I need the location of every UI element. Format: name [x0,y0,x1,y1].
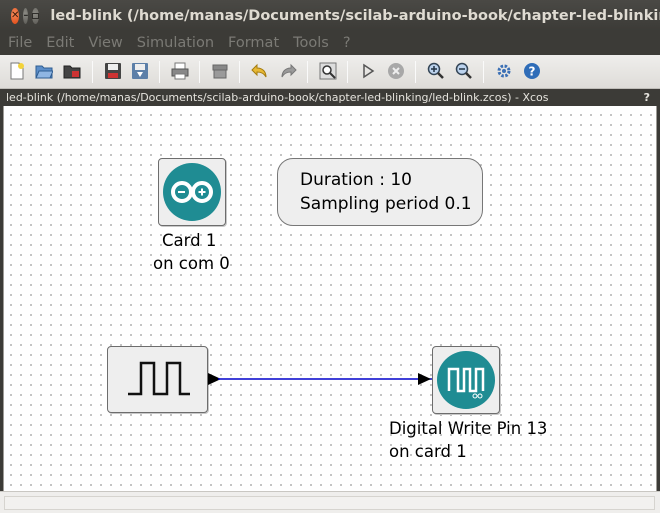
toolbar: ? [0,55,660,89]
menu-view[interactable]: View [88,35,123,51]
square-wave-icon [128,361,190,396]
menu-tools[interactable]: Tools [293,35,329,51]
redo-button[interactable] [278,61,298,81]
stop-button[interactable] [386,61,406,81]
card-label-line2: on com 0 [153,254,230,273]
signal-link[interactable] [218,374,434,384]
document-path: led-blink (/home/manas/Documents/scilab-… [6,91,549,104]
undo-button[interactable] [250,61,270,81]
pulse-generator-block[interactable] [107,346,208,413]
save-button[interactable] [103,61,123,81]
toolbar-separator [307,61,308,83]
zoom-out-icon [455,62,472,79]
help-button[interactable]: ? [522,61,542,81]
document-title-bar: led-blink (/home/manas/Documents/scilab-… [0,89,660,106]
sampling-period-text: Sampling period 0.1 [300,194,472,214]
start-button[interactable] [358,61,378,81]
print-button[interactable] [170,61,190,81]
stop-icon [388,63,404,79]
window-title-bar: ✕ – led-blink (/home/manas/Documents/sci… [0,0,660,31]
open-in-scilab-icon [63,65,81,79]
new-diagram-button[interactable] [7,61,27,81]
toolbar-separator [347,61,348,83]
svg-text:?: ? [529,65,536,79]
status-bar [0,491,660,513]
toolbar-separator [239,61,240,83]
arduino-setup-block[interactable] [158,158,226,226]
menu-format[interactable]: Format [228,35,280,51]
window-maximize-button[interactable] [32,7,40,24]
diagram-canvas[interactable]: Card 1 on com 0 Duration : 10 Sampling p… [3,106,657,491]
arduino-logo-icon [163,163,221,221]
menu-help[interactable]: ? [342,35,351,51]
print-icon [171,62,189,80]
toolbar-separator [92,61,93,83]
open-in-scilab-button[interactable] [62,61,82,81]
setup-icon [497,64,511,78]
zoom-out-button[interactable] [454,61,474,81]
open-button[interactable] [34,61,54,81]
digital-write-label-line2: on card 1 [389,442,467,461]
menu-simulation[interactable]: Simulation [136,35,215,51]
undo-icon [251,63,267,78]
delete-button[interactable] [210,61,230,81]
maximize-icon [32,12,40,19]
menu-edit[interactable]: Edit [46,35,75,51]
menu-file[interactable]: File [8,35,33,51]
window-close-button[interactable]: ✕ [11,7,20,24]
fit-diagram-icon [319,62,337,80]
digital-write-label-line1: Digital Write Pin 13 [389,419,548,438]
delete-icon [212,64,228,79]
menu-bar: File Edit View Simulation Format Tools ? [0,31,660,55]
start-icon [363,63,375,79]
pulse-output-port-icon[interactable] [208,372,222,386]
fit-diagram-button[interactable] [318,61,338,81]
save-as-icon [132,63,148,79]
status-field [4,496,655,510]
help-icon: ? [524,63,540,79]
toolbar-separator [483,61,484,83]
redo-icon [281,63,297,78]
save-icon [105,63,121,79]
duration-text: Duration : 10 [300,170,413,190]
new-diagram-icon [10,62,24,80]
document-help-button[interactable]: ? [643,91,650,104]
open-icon [35,65,53,79]
toolbar-separator [415,61,416,83]
digital-write-input-port-icon[interactable] [418,372,432,386]
minimize-icon: – [23,9,29,21]
simulation-info-box[interactable]: Duration : 10 Sampling period 0.1 [277,158,483,226]
arduino-digital-write-icon [437,351,495,409]
setup-button[interactable] [494,61,514,81]
window-minimize-button[interactable]: – [23,7,29,24]
save-as-button[interactable] [130,61,150,81]
toolbar-separator [199,61,200,83]
card-label-line1: Card 1 [162,231,217,250]
zoom-in-icon [427,62,444,79]
window-title: led-blink (/home/manas/Documents/scilab-… [50,7,660,24]
digital-write-block[interactable] [432,346,500,414]
toolbar-separator [159,61,160,83]
zoom-in-button[interactable] [426,61,446,81]
close-icon: ✕ [11,9,20,21]
